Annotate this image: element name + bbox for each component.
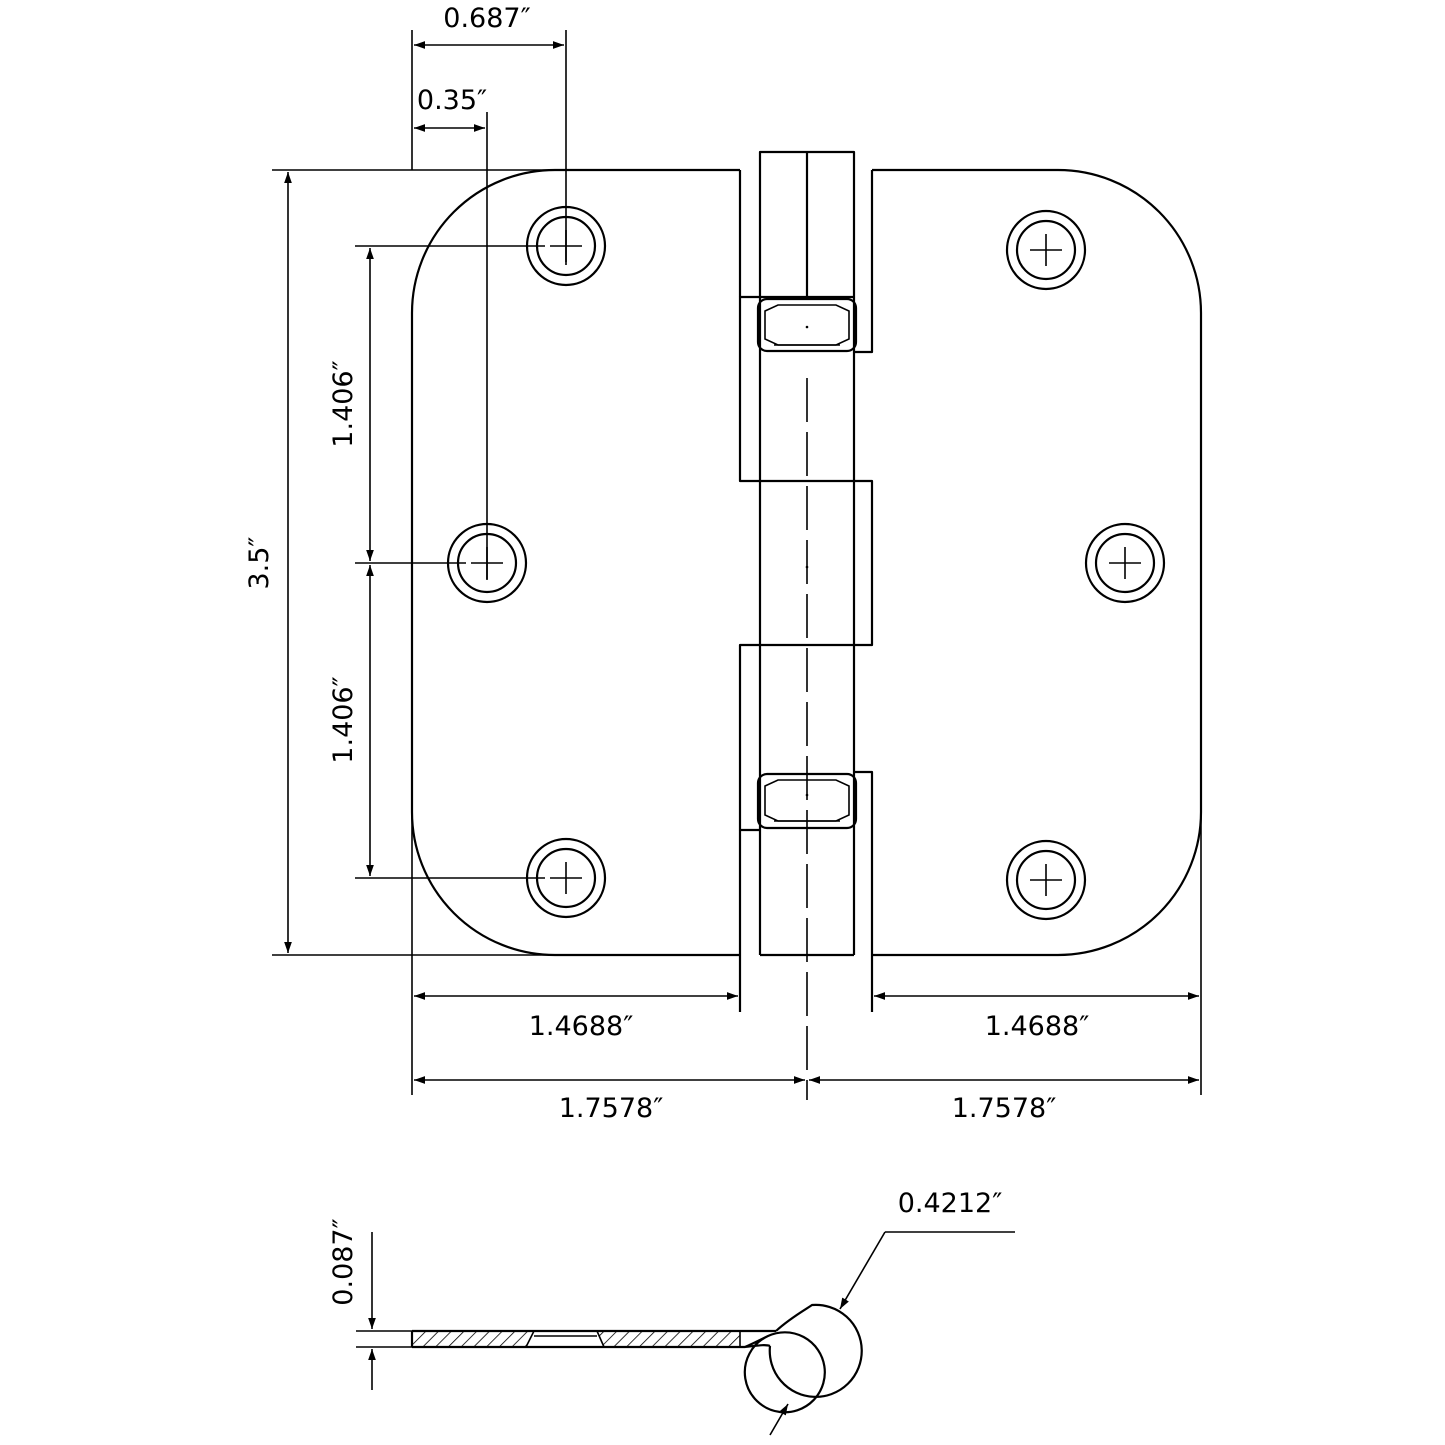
label-overall-height: 3.5″ bbox=[244, 536, 275, 589]
hinge-front-view: 0.687″ 0.35″ 3.5″ 1.406″ 1.406″ bbox=[244, 3, 1203, 1124]
right-leaf-outline bbox=[872, 168, 1203, 957]
dim-top-hole-offset: 0.687″ bbox=[411, 3, 567, 265]
dim-leaf-thickness: 0.087″ bbox=[328, 1218, 412, 1390]
label-lower-hole-spacing: 1.406″ bbox=[328, 676, 359, 763]
upper-washer bbox=[756, 297, 858, 353]
label-left-half-width: 1.7578″ bbox=[559, 1093, 664, 1124]
label-right-half-width: 1.7578″ bbox=[952, 1093, 1057, 1124]
hinge-knuckles bbox=[738, 150, 874, 1100]
dim-hole-spacing: 1.406″ 1.406″ bbox=[328, 245, 545, 879]
dim-leaf-widths: 1.4688″ 1.4688″ bbox=[411, 812, 1202, 1095]
label-left-leaf-width: 1.4688″ bbox=[529, 1011, 634, 1042]
label-right-leaf-width: 1.4688″ bbox=[985, 1011, 1090, 1042]
label-knuckle-diameter: 0.4212″ bbox=[898, 1188, 1003, 1219]
hinge-side-view: 0.087″ 0.4212″ bbox=[328, 1188, 1015, 1436]
leaf-cross-section bbox=[412, 1331, 740, 1347]
knuckle-curl bbox=[743, 1331, 826, 1414]
label-middle-hole-offset: 0.35″ bbox=[417, 85, 487, 116]
screw-hole-middle-right bbox=[1084, 522, 1166, 604]
label-leaf-thickness: 0.087″ bbox=[328, 1218, 359, 1305]
dim-overall-height: 3.5″ bbox=[244, 169, 740, 956]
screw-hole-bottom-right bbox=[1005, 839, 1087, 921]
screw-hole-top-right bbox=[1005, 209, 1087, 291]
label-upper-hole-spacing: 1.406″ bbox=[328, 360, 359, 447]
dim-knuckle-diameter: 0.4212″ bbox=[769, 1188, 1015, 1436]
dim-middle-hole-offset: 0.35″ bbox=[414, 85, 488, 580]
dim-half-widths: 1.7578″ 1.7578″ bbox=[414, 1076, 1199, 1124]
label-top-hole-offset: 0.687″ bbox=[443, 3, 530, 34]
